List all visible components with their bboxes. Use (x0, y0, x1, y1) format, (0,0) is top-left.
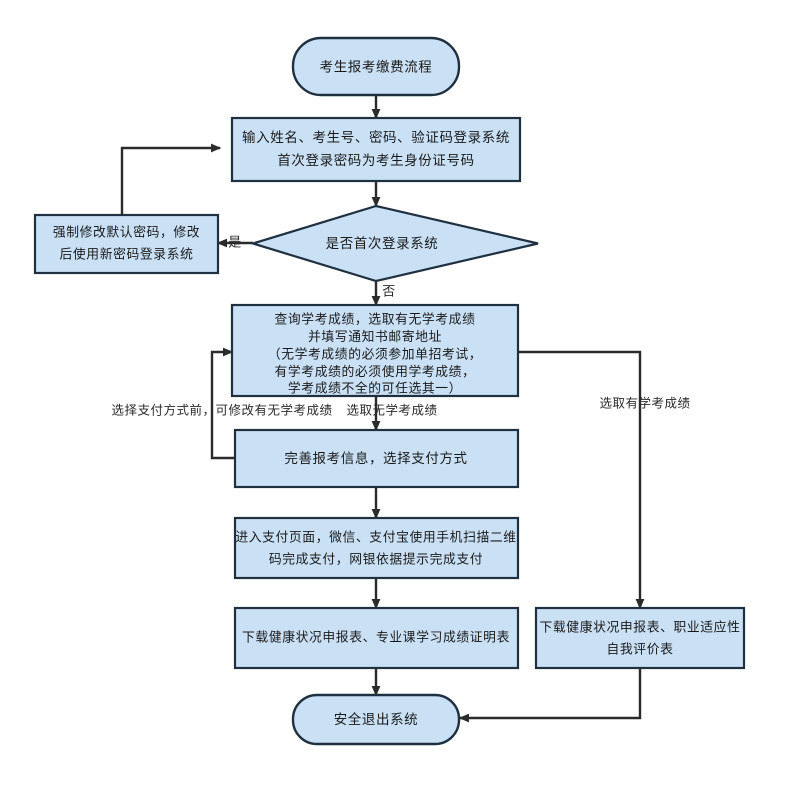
edge-label-no: 否 (382, 285, 396, 300)
node-query-scores-label-line5: 学考成绩不全的可任选其一） (288, 381, 462, 397)
edge-label-yes: 是 (228, 236, 242, 251)
edge-changepassword-to-login (120, 143, 222, 215)
node-query-scores-label-line1: 查询学考成绩，选取有无学考成绩 (275, 312, 476, 328)
edge-label-has-scores: 选取有学考成绩 (599, 396, 690, 411)
edge-label-modify-before-pay: 选择支付方式前，可修改有无学考成绩 (111, 403, 332, 418)
node-change-password-shape (33, 213, 220, 275)
node-query-scores-label-line3: （无学考成绩的必须参加单招考试， (268, 347, 482, 363)
node-change-password-label-line1: 强制修改默认密码，修改 (53, 225, 200, 241)
node-exit-shape (291, 693, 461, 746)
node-start-shape (291, 36, 461, 97)
node-complete-info[interactable]: 完善报考信息，选择支付方式 (233, 428, 520, 489)
node-change-password[interactable]: 强制修改默认密码，修改 后使用新密码登录系统 (33, 213, 220, 275)
node-login-shape (230, 116, 522, 183)
node-download-right-label-line2: 自我评价表 (607, 643, 674, 658)
node-first-login-decision-shape (249, 204, 539, 283)
edge-queryscores-to-downloadright (518, 350, 645, 610)
node-query-scores-label-line4: 有学考成绩的必须使用学考成绩， (275, 364, 476, 380)
edges-layer (120, 95, 645, 723)
edge-label-no-scores: 选取无学考成绩 (346, 403, 437, 418)
node-download-left-label: 下载健康状况申报表、专业课学习成绩证明表 (242, 630, 510, 646)
node-query-scores-label-line2: 并填写通知书邮寄地址 (308, 329, 442, 345)
node-login-label-line2: 首次登录密码为考生身份证号码 (277, 152, 474, 169)
node-query-scores[interactable]: 查询学考成绩，选取有无学考成绩 并填写通知书邮寄地址 （无学考成绩的必须参加单招… (230, 303, 520, 398)
node-login-label-line1: 输入姓名、考生号、密码、验证码登录系统 (242, 129, 510, 146)
node-first-login-decision-label: 是否首次登录系统 (326, 236, 439, 252)
node-query-scores-shape (230, 303, 520, 398)
edge-labels-layer: 是 否 选择支付方式前，可修改有无学考成绩 选取无学考成绩 选取有学考成绩 (111, 236, 690, 418)
node-payment-page-label-line2: 码完成支付，网银依据提示完成支付 (269, 552, 483, 568)
node-download-right[interactable]: 下载健康状况申报表、职业适应性 自我评价表 (534, 606, 746, 670)
node-download-left-shape (233, 606, 520, 670)
node-payment-page[interactable]: 进入支付页面，微信、支付宝使用手机扫描二维 码完成支付，网银依据提示完成支付 (233, 516, 520, 580)
node-start-label: 考生报考缴费流程 (320, 60, 433, 76)
node-complete-info-shape (233, 428, 520, 489)
node-complete-info-label: 完善报考信息，选择支付方式 (284, 450, 467, 467)
edge-downloadright-to-exit (458, 668, 642, 723)
node-change-password-label-line2: 后使用新密码登录系统 (60, 247, 194, 263)
node-payment-page-shape (233, 516, 520, 580)
node-login[interactable]: 输入姓名、考生号、密码、验证码登录系统 首次登录密码为考生身份证号码 (230, 116, 522, 183)
node-download-right-label-line1: 下载健康状况申报表、职业适应性 (540, 620, 741, 636)
node-download-left[interactable]: 下载健康状况申报表、专业课学习成绩证明表 (233, 606, 520, 670)
edge-completeinfo-to-queryscores (210, 347, 235, 460)
node-exit-label: 安全退出系统 (334, 711, 419, 728)
node-first-login-decision[interactable]: 是否首次登录系统 (249, 204, 539, 283)
node-download-right-shape (534, 606, 746, 670)
node-start[interactable]: 考生报考缴费流程 (291, 36, 461, 97)
node-exit[interactable]: 安全退出系统 (291, 693, 461, 746)
node-payment-page-label-line1: 进入支付页面，微信、支付宝使用手机扫描二维 (235, 530, 516, 546)
